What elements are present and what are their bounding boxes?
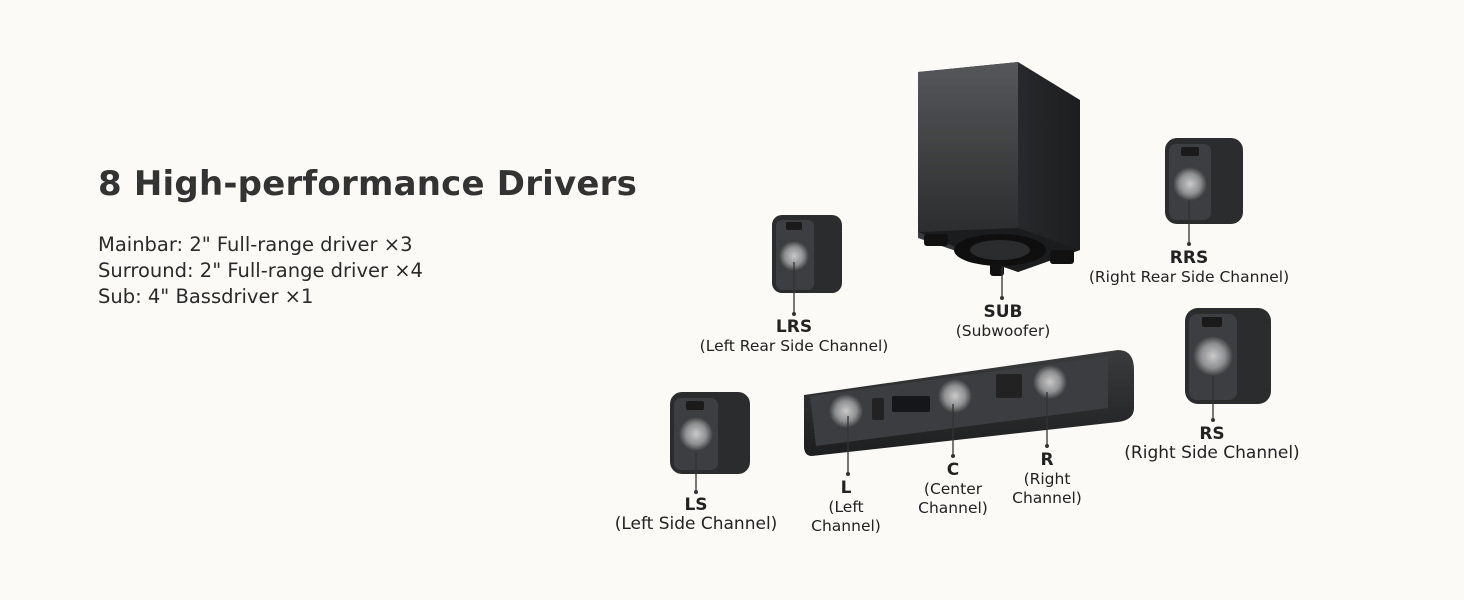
label-r-desc-line1: (Right [1023,470,1071,488]
subwoofer [918,62,1080,276]
spec-surround: Surround: 2" Full-range driver ×4 [98,259,423,282]
label-rs-desc: (Right Side Channel) [1124,443,1300,463]
label-l-desc-line2: Channel) [811,517,881,535]
label-ls: LS (Left Side Channel) [615,495,778,534]
label-r-code: R [1040,450,1054,470]
pointer-lines [695,200,1214,492]
label-ls-desc: (Left Side Channel) [614,514,778,534]
label-rrs-code: RRS [1169,248,1209,268]
label-rrs: RRS (Right Rear Side Channel) [1089,248,1289,287]
soundbar-mainbar [804,350,1134,456]
label-l-desc-line1: (Left [828,498,864,516]
label-c-desc-line1: (Center [923,480,983,498]
label-rs-code: RS [1199,424,1225,444]
pointer-dots [694,242,1215,494]
label-sub: SUB (Subwoofer) [956,302,1051,341]
label-lrs-code: LRS [775,317,813,337]
label-lrs-desc: (Left Rear Side Channel) [699,337,889,355]
label-sub-code: SUB [983,302,1023,322]
driver-spec-list: Mainbar: 2" Full-range driver ×3 Surroun… [98,232,423,310]
label-r: R (Right Channel) [1012,450,1082,508]
spec-sub: Sub: 4" Bassdriver ×1 [98,285,314,308]
speaker-ls [670,392,750,474]
label-c-desc-line2: Channel) [918,499,988,517]
label-lrs: LRS (Left Rear Side Channel) [700,317,889,356]
speaker-rs [1185,308,1271,404]
label-rs: RS (Right Side Channel) [1124,424,1299,463]
spec-mainbar: Mainbar: 2" Full-range driver ×3 [98,233,413,256]
speaker-lrs [772,215,842,293]
label-l-code: L [840,478,852,498]
label-c: C (Center Channel) [918,460,988,518]
label-ls-code: LS [684,495,708,515]
label-l: L (Left Channel) [811,478,881,536]
label-rrs-desc: (Right Rear Side Channel) [1088,268,1290,286]
label-r-desc-line2: Channel) [1012,489,1082,507]
label-sub-desc: (Subwoofer) [955,322,1051,340]
label-c-code: C [946,460,960,480]
speaker-rrs [1165,138,1243,224]
page-title: 8 High-performance Drivers [98,164,638,204]
